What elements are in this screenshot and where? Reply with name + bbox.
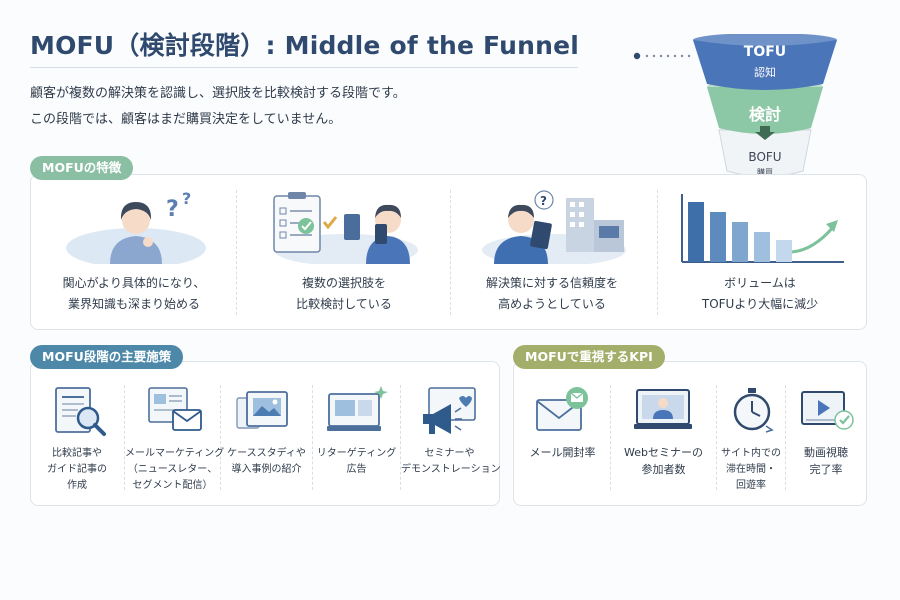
kpi-item: 動画視聴 完了率: [786, 380, 866, 500]
comparing-options-icon: [273, 192, 418, 264]
kpi-label-line: メール開封率: [529, 446, 596, 459]
kpi-divider: [716, 385, 717, 490]
newsletter-mail-icon: [148, 387, 202, 431]
measure-divider: [400, 385, 401, 490]
case-study-icon: [236, 391, 288, 429]
title-divider: [30, 67, 578, 68]
svg-text:?: ?: [166, 197, 179, 222]
trust-research-icon: ?: [482, 190, 626, 264]
measure-label-line: リターゲティング: [316, 448, 397, 459]
feature-divider: [657, 190, 658, 315]
measure-item: メールマーケティング （ニュースレター、 セグメント配信）: [125, 380, 225, 500]
kpi-divider: [785, 385, 786, 490]
measure-label-line: 導入事例の紹介: [231, 464, 302, 475]
kpi-heading: MOFUで重視するKPI: [513, 345, 665, 369]
thinking-person-icon: ? ?: [66, 190, 206, 264]
kpi-label-line: サイト内での: [721, 448, 781, 459]
intro-line-2: この段階では、顧客はまだ購買決定をしていません。: [30, 112, 342, 127]
kpi-label-line: 参加者数: [641, 463, 686, 476]
measure-item: 比較記事や ガイド記事の 作成: [30, 380, 124, 500]
feature-divider: [236, 190, 237, 315]
megaphone-icon: [423, 387, 476, 434]
measure-label-line: ガイド記事の: [47, 464, 107, 475]
measure-label-line: 広告: [346, 464, 367, 475]
funnel-mofu-label: 検討: [748, 105, 781, 124]
feature-text-line-1: 複数の選択肢を: [301, 276, 386, 290]
funnel-bofu-sub: 購買: [757, 168, 773, 177]
svg-text:?: ?: [182, 190, 191, 208]
feature-card: ? 解決策に対する信頼度を 高めようとしている: [446, 184, 658, 326]
intro-line-1: 顧客が複数の解決策を認識し、選択肢を比較検討する段階です。: [30, 86, 406, 101]
measure-label-line: 作成: [67, 480, 87, 491]
funnel-tofu-sub: 認知: [754, 66, 776, 79]
email-open-icon: [536, 387, 588, 431]
funnel-pointer-dots: [633, 52, 691, 60]
svg-text:?: ?: [540, 194, 547, 208]
video-play-icon: [801, 391, 854, 430]
kpi-item: サイト内での 滞在時間・ 回遊率: [717, 380, 785, 500]
measure-item: リターゲティング 広告: [313, 380, 400, 500]
measure-label-line: メールマーケティング: [125, 448, 225, 459]
feature-text-line-1: 関心がより具体的になり、: [62, 276, 206, 290]
measure-label-line: セグメント配信）: [132, 480, 213, 491]
kpi-label-line: 回遊率: [736, 480, 766, 491]
measure-divider: [124, 385, 125, 490]
features-heading: MOFUの特徴: [30, 156, 134, 180]
kpi-label-line: Webセミナーの: [624, 446, 703, 459]
kpi-panel: [513, 361, 867, 506]
measure-divider: [220, 385, 221, 490]
feature-text-line-2: 比較検討している: [296, 297, 392, 311]
measure-divider: [312, 385, 313, 490]
stopwatch-icon: [733, 388, 774, 433]
feature-card: 複数の選択肢を 比較検討している: [238, 184, 450, 326]
measure-label-line: ケーススタディや: [227, 448, 306, 459]
measure-label-line: セミナーや: [424, 448, 475, 459]
feature-text-line-2: 業界知識も深まり始める: [67, 297, 200, 311]
feature-text-line-1: ボリュームは: [724, 276, 796, 290]
kpi-label-line: 完了率: [809, 463, 843, 476]
measure-label-line: デモンストレーション: [401, 464, 501, 475]
declining-volume-icon: [681, 194, 844, 263]
webinar-icon: [634, 389, 692, 429]
kpi-label-line: 動画視聴: [804, 446, 848, 459]
retargeting-ad-icon: [327, 386, 388, 431]
feature-text-line-2: TOFUより大幅に減少: [701, 297, 819, 311]
measure-item: ケーススタディや 導入事例の紹介: [221, 380, 312, 500]
page-title: MOFU（検討段階）: Middle of the Funnel: [30, 31, 579, 60]
measures-panel: [30, 361, 500, 506]
feature-divider: [450, 190, 451, 315]
measure-item: セミナーや デモンストレーション: [401, 380, 501, 500]
measure-label-line: （ニュースレター、: [127, 464, 218, 475]
kpi-item: Webセミナーの 参加者数: [611, 380, 716, 500]
article-search-icon: [55, 387, 106, 436]
measures-heading: MOFU段階の主要施策: [30, 345, 184, 369]
feature-text-line-1: 解決策に対する信頼度を: [485, 276, 618, 290]
funnel-tofu-label: TOFU: [743, 44, 787, 60]
feature-card: ? ? 関心がより具体的になり、 業界知識も深まり始める: [28, 184, 240, 326]
marketing-funnel-diagram: TOFU 認知 検討 BOFU 購買: [690, 34, 840, 179]
feature-text-line-2: 高めようとしている: [498, 297, 606, 311]
feature-card: ボリュームは TOFUより大幅に減少: [654, 184, 866, 326]
measure-label-line: 比較記事や: [52, 448, 102, 459]
kpi-label-line: 滞在時間・: [726, 464, 776, 475]
funnel-bofu-label: BOFU: [748, 150, 782, 164]
kpi-item: メール開封率: [515, 380, 610, 500]
kpi-divider: [610, 385, 611, 490]
funnel-shape-icon: [693, 34, 837, 177]
